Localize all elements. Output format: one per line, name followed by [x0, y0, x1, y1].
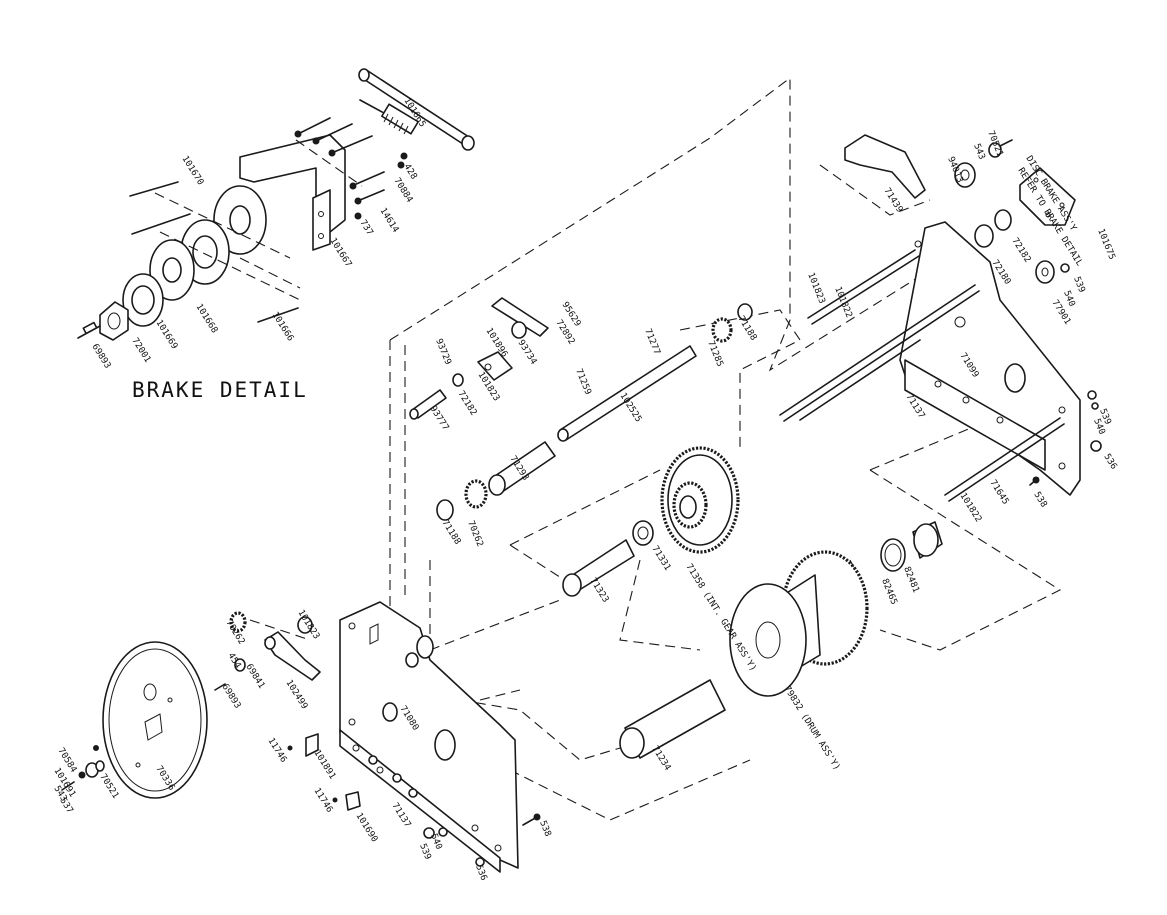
left-small-parts	[214, 611, 361, 811]
hand-wheel	[61, 641, 208, 799]
part-label: 101670	[179, 154, 205, 187]
part-label: 538	[1031, 490, 1048, 509]
part-label: 70521	[97, 772, 120, 800]
part-label: 101669	[153, 318, 179, 351]
part-label: 737	[357, 218, 374, 237]
part-label: 70521	[985, 129, 1004, 158]
part-label: 71285	[705, 339, 724, 368]
part-label: 101891	[311, 748, 337, 781]
drum-assembly	[619, 550, 869, 759]
part-label: 71234	[649, 744, 672, 772]
part-label: 101690	[353, 811, 379, 844]
part-label: 539	[417, 842, 432, 861]
right-side-plate	[899, 221, 1081, 496]
input-shaft-assembly	[409, 297, 753, 521]
part-label: 101668	[193, 302, 219, 335]
part-label: 71188	[439, 518, 462, 546]
part-label: 71331	[649, 544, 672, 572]
part-label: 14614	[377, 206, 400, 234]
thread-marks	[383, 113, 409, 135]
part-label: 93777	[427, 404, 450, 432]
part-label: 79832 (DRUM ASS'Y)	[781, 684, 841, 772]
left-side-plate	[339, 601, 541, 873]
intermediate-gear-assembly	[562, 446, 943, 597]
brake-detail-assembly	[77, 68, 475, 341]
part-label: 539	[1071, 275, 1086, 294]
part-label: 93734	[515, 338, 538, 366]
part-label: 101666	[269, 310, 295, 343]
part-label: 71439	[881, 186, 904, 214]
tie-rods	[779, 249, 1065, 502]
part-label: 72182	[1009, 236, 1032, 264]
part-label: 71277	[642, 327, 661, 356]
part-label: 71645	[987, 478, 1010, 506]
part-label: 543	[971, 142, 986, 161]
part-label: 71259	[573, 367, 592, 396]
part-label: 69893	[219, 682, 242, 710]
part-label: 536	[473, 863, 488, 882]
brake-detail-title: BRAKE DETAIL	[132, 378, 308, 402]
part-label: 69841	[243, 662, 266, 690]
part-label: 71137	[389, 801, 412, 829]
part-label: 537	[57, 796, 74, 815]
part-label: 536	[1101, 452, 1118, 471]
part-label: 71188	[735, 314, 758, 342]
part-label: 70262	[465, 519, 484, 548]
part-label: 72001	[129, 336, 152, 364]
part-label: 69893	[89, 342, 112, 370]
part-label: 93729	[433, 337, 452, 366]
part-label: 72182	[455, 389, 478, 417]
part-label: 11746	[311, 786, 334, 814]
part-label: 82481	[901, 565, 920, 594]
part-label: 538	[537, 819, 552, 838]
pawl-hardware	[844, 134, 1102, 486]
part-label: 71323	[587, 576, 610, 604]
part-label: 428	[401, 162, 418, 181]
part-label: 101675	[1095, 227, 1116, 261]
part-label: 101823	[805, 271, 826, 305]
part-label: 102499	[283, 678, 309, 711]
brake-bolts	[294, 117, 408, 220]
part-label: 82465	[879, 577, 898, 606]
part-label: 11746	[265, 736, 288, 764]
studs	[129, 181, 299, 323]
part-label: 101667	[327, 236, 353, 269]
part-label: 101822	[957, 491, 983, 524]
